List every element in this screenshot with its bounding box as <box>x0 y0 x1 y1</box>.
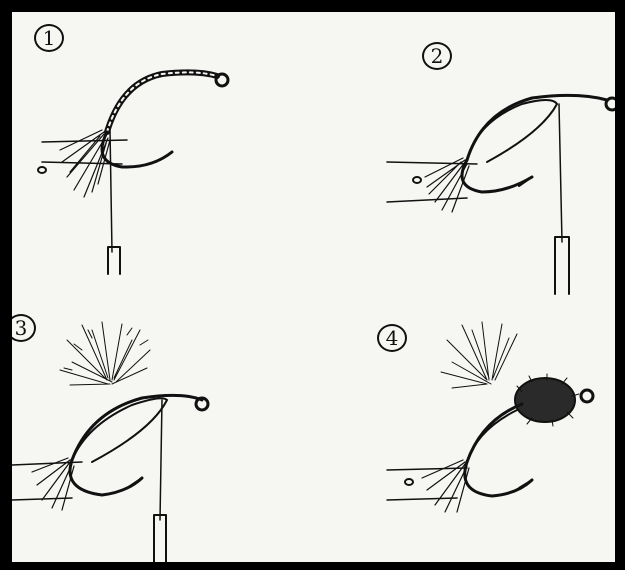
hook-eye <box>606 98 618 110</box>
bobbin-holder <box>555 237 569 294</box>
vise-hole <box>405 479 413 485</box>
step-3-panel: 3 <box>12 300 312 570</box>
step-3-drawing <box>12 300 312 570</box>
step-4-drawing <box>317 300 625 570</box>
tail-fibers <box>422 460 469 512</box>
bobbin-holder <box>154 515 166 568</box>
step-2-panel: 2 <box>317 12 625 292</box>
hook-bend <box>70 460 142 495</box>
wing-loop <box>467 410 517 462</box>
step-1-drawing <box>12 12 312 292</box>
hook-bend <box>462 160 532 192</box>
tail-fibers <box>425 158 469 212</box>
bobbin-thread <box>160 400 162 520</box>
step-1-panel: 1 <box>12 12 312 292</box>
hook-bend <box>465 462 532 496</box>
bobbin-thread <box>110 130 112 252</box>
hook-bend <box>102 132 172 167</box>
hook-eye <box>581 390 593 402</box>
tail-fibers <box>32 458 74 510</box>
hackle-collar <box>515 378 575 422</box>
hook-barb <box>130 478 142 486</box>
bobbin-thread <box>559 104 562 242</box>
vise-hole <box>38 167 46 173</box>
hackle-fibers <box>60 322 150 385</box>
vise-jaw <box>42 140 127 164</box>
step-4-panel: 4 <box>317 300 625 570</box>
hackle-fibers <box>441 322 517 388</box>
vise-jaw <box>387 468 467 500</box>
hook-barb <box>160 152 172 160</box>
hook-shank <box>72 395 202 460</box>
step-2-drawing <box>317 12 625 292</box>
hook-eye <box>216 74 228 86</box>
bobbin-holder <box>108 247 120 274</box>
hook-shank <box>107 72 217 132</box>
vise-hole <box>413 177 421 183</box>
